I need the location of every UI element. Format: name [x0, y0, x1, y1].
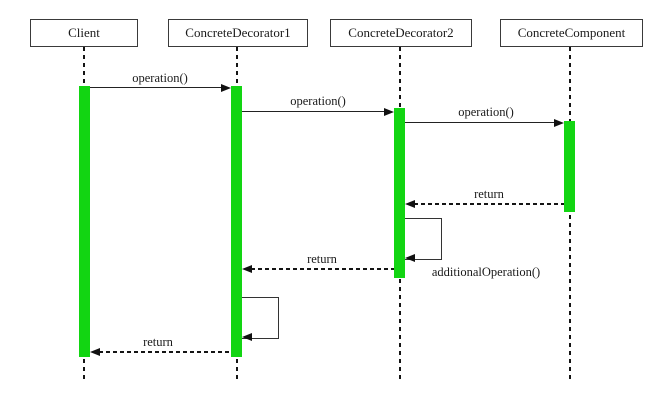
message-arrow-return-3 [99, 351, 231, 353]
arrowhead-right-icon [221, 83, 231, 92]
message-arrow-operation-2 [242, 111, 385, 112]
arrowhead-right-icon [384, 107, 394, 116]
arrowhead-left-icon [242, 264, 252, 273]
activation-bar-concrete-decorator2 [394, 108, 405, 278]
activation-bar-client [79, 86, 90, 357]
activation-bar-concrete-decorator1 [231, 86, 242, 357]
message-label-operation-1: operation() [132, 71, 188, 85]
message-arrow-return-1 [414, 203, 564, 205]
message-label-return-3: return [143, 335, 173, 349]
message-label-operation-2: operation() [290, 94, 346, 108]
actor-box-concrete-decorator1: ConcreteDecorator1 [168, 19, 308, 47]
lifeline-concrete-component [569, 47, 571, 383]
message-arrow-operation-1 [90, 87, 222, 88]
arrowhead-left-icon [405, 254, 415, 262]
arrowhead-left-icon [90, 347, 100, 356]
actor-box-client: Client [30, 19, 138, 47]
self-call-loop-concrete-decorator1 [242, 297, 279, 339]
message-label-return-2: return [307, 252, 337, 266]
actor-box-concrete-decorator2: ConcreteDecorator2 [330, 19, 472, 47]
message-label-operation-3: operation() [458, 105, 514, 119]
actor-label: Client [68, 25, 100, 40]
actor-label: ConcreteDecorator2 [348, 25, 454, 40]
message-label-additional-operation: additionalOperation() [431, 265, 541, 279]
message-arrow-operation-3 [405, 122, 555, 123]
arrowhead-right-icon [554, 118, 564, 127]
self-call-loop-concrete-decorator2 [405, 218, 442, 260]
message-label-return-1: return [474, 187, 504, 201]
arrowhead-left-icon [405, 199, 415, 208]
actor-label: ConcreteDecorator1 [185, 25, 291, 40]
arrowhead-left-icon [242, 333, 252, 341]
message-arrow-return-2 [251, 268, 394, 270]
actor-label: ConcreteComponent [517, 25, 626, 40]
actor-box-concrete-component: ConcreteComponent [500, 19, 643, 47]
activation-bar-concrete-component [564, 121, 575, 212]
